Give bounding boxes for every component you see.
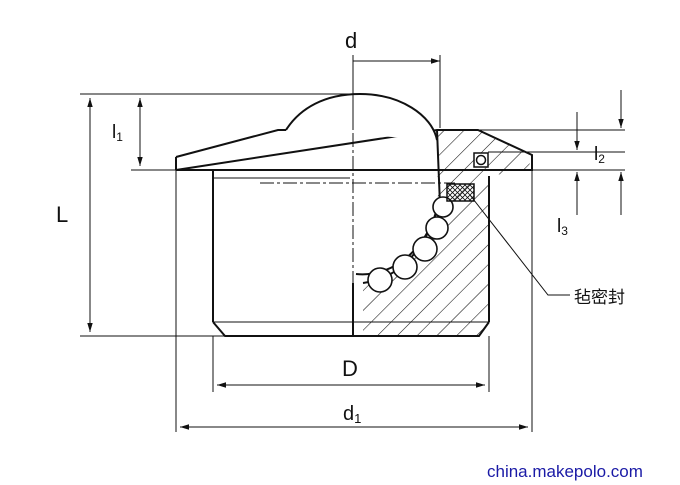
dimension-L [80,93,350,337]
support-balls [367,196,454,293]
label-L: L [56,202,68,227]
dimension-l1 [131,98,176,171]
seal-leader-line [469,194,570,296]
dimension-d [352,55,441,128]
label-l2: l2 [594,144,605,166]
label-seal: 毡密封 [574,288,625,307]
felt-seal [446,183,475,202]
dimension-d1 [175,170,533,432]
label-d: d [345,28,357,53]
label-l3: l3 [557,216,568,238]
watermark-text: china.makepolo.com [487,462,643,481]
o-ring [473,152,489,168]
label-d1: d1 [343,403,361,426]
label-D: D [342,356,358,381]
main-ball [285,92,438,141]
dimension-D [212,336,490,392]
label-l1: l1 [112,122,123,144]
dimension-l2-l3 [478,90,625,215]
